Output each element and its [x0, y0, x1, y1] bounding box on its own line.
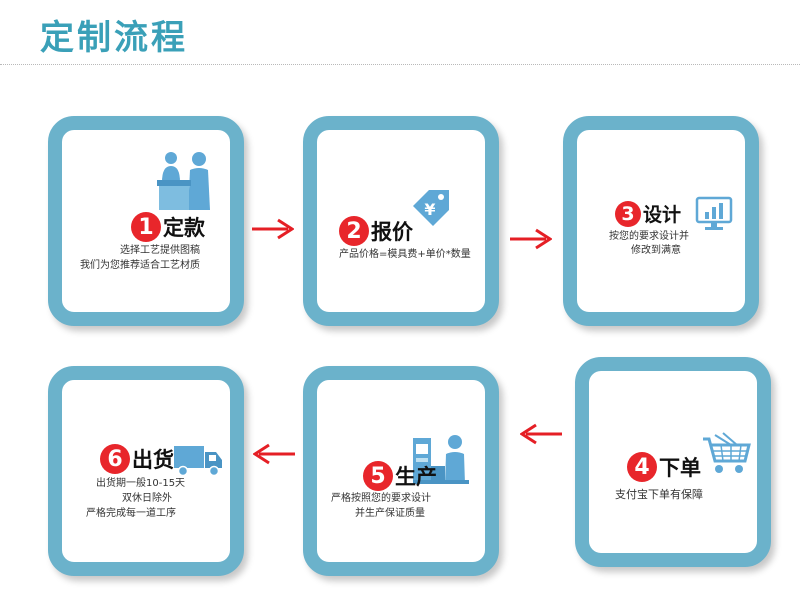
step-desc-line: 支付宝下单有保障	[615, 488, 703, 501]
step-number-badge: 1	[131, 212, 161, 242]
delivery-truck-icon	[174, 442, 224, 478]
step-desc-line: 严格按照您的要求设计	[331, 493, 431, 504]
step-card-4: 4 下单 支付宝下单有保障	[575, 357, 771, 567]
step-number-badge: 4	[627, 452, 657, 482]
page-title: 定制流程	[40, 18, 188, 58]
step-number-badge: 5	[363, 461, 393, 491]
step-desc-line: 严格完成每一道工序	[86, 508, 176, 519]
reception-desk-icon	[154, 148, 216, 210]
step-desc-line: 双休日除外	[122, 493, 172, 504]
arrow-left-icon	[253, 443, 295, 465]
arrow-right-icon	[510, 228, 552, 250]
step-desc-line: 并生产保证质量	[355, 508, 425, 519]
step-title: 设计	[643, 204, 682, 226]
step-card-1: 1 定款 选择工艺提供图稿 我们为您推荐适合工艺材质	[48, 116, 244, 326]
step-title: 生产	[395, 465, 437, 489]
step-number-badge: 6	[100, 444, 130, 474]
step-desc-line: 产品价格=模具费+单价*数量	[339, 249, 471, 260]
step-desc-line: 我们为您推荐适合工艺材质	[80, 260, 200, 271]
step-card-2: ¥ 2 报价 产品价格=模具费+单价*数量	[303, 116, 499, 326]
yen-price-tag-icon: ¥	[407, 184, 453, 230]
arrow-right-icon	[252, 218, 294, 240]
factory-worker-icon	[413, 428, 469, 486]
shopping-cart-icon	[701, 429, 751, 479]
step-title: 下单	[659, 456, 701, 480]
step-title: 定款	[163, 216, 205, 240]
step-card-5: 5 生产 严格按照您的要求设计 并生产保证质量	[303, 366, 499, 576]
step-desc-line: 修改到满意	[631, 245, 681, 256]
arrow-left-icon	[520, 423, 562, 445]
step-desc-line: 选择工艺提供图稿	[120, 245, 200, 256]
step-number-badge: 3	[615, 200, 641, 227]
step-card-6: 6 出货 出货期一般10-15天 双休日除外 严格完成每一道工序	[48, 366, 244, 576]
title-divider	[0, 64, 800, 65]
step-number-badge: 2	[339, 216, 369, 246]
step-title: 出货	[132, 448, 174, 472]
monitor-chart-icon	[695, 196, 733, 232]
svg-text:¥: ¥	[424, 200, 435, 219]
step-card-3: 3 设计 按您的要求设计并 修改到满意	[563, 116, 759, 326]
step-desc-line: 出货期一般10-15天	[96, 478, 186, 489]
step-desc-line: 按您的要求设计并	[609, 231, 689, 242]
step-title: 报价	[371, 220, 413, 244]
